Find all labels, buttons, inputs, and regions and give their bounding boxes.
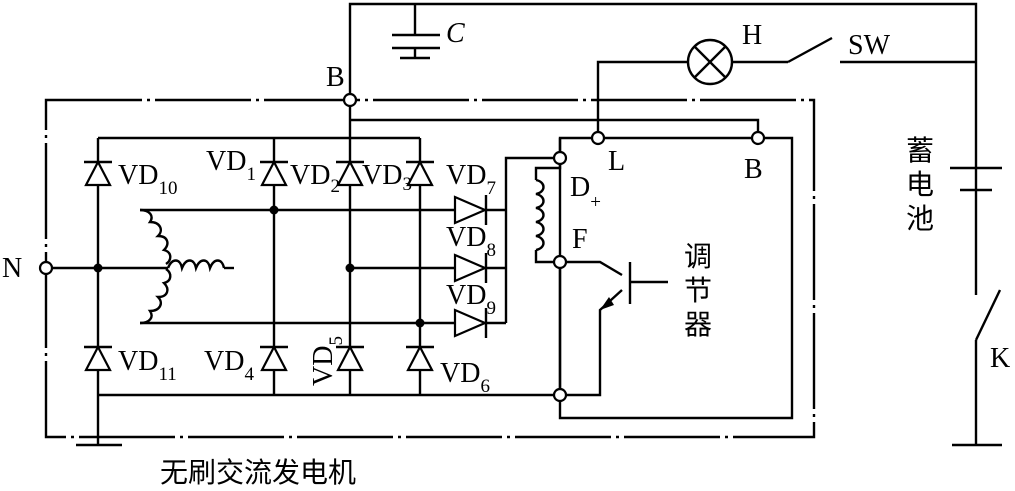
- diode-vd11: [84, 344, 112, 372]
- terminal-b-node: [342, 92, 358, 108]
- label-vd8: VD8: [446, 222, 496, 261]
- diode-vd6: [406, 344, 434, 372]
- label-vd3: VD3: [362, 160, 412, 195]
- diode-vd7: [453, 195, 488, 225]
- ground-symbol: [76, 395, 122, 447]
- label-vd1: VD1: [206, 146, 256, 185]
- label-b-reg: B: [744, 154, 763, 185]
- label-vd5: VD5: [308, 336, 347, 386]
- field-winding: [534, 158, 562, 264]
- diode-vd5: [336, 344, 364, 372]
- external-wiring: [348, 2, 1002, 447]
- terminal-d-node: [552, 150, 568, 166]
- lamp-h-symbol: [686, 38, 734, 86]
- battery-symbol: [950, 166, 1002, 195]
- label-sw: SW: [848, 30, 891, 61]
- label-vd4: VD4: [204, 346, 254, 385]
- diode-vd9: [453, 308, 488, 338]
- label-vd11: VD11: [118, 346, 177, 385]
- label-c: C: [446, 18, 465, 49]
- label-l: L: [608, 146, 625, 177]
- label-d-plus: D+: [570, 172, 601, 213]
- label-h: H: [742, 20, 762, 51]
- diode-vd3: [406, 159, 434, 187]
- regulator-block: [558, 136, 794, 420]
- junction-dots: [93, 205, 425, 328]
- label-vd10: VD10: [118, 160, 177, 199]
- label-vd6: VD6: [440, 358, 490, 397]
- terminal-e-node: [552, 387, 568, 403]
- label-regulator-1: 调: [684, 240, 712, 273]
- terminal-l-node: [590, 130, 606, 146]
- diode-vd8: [453, 253, 488, 283]
- label-battery-1: 蓄: [906, 134, 934, 167]
- diode-trio-bus: [486, 156, 560, 325]
- label-vd2: VD2: [290, 160, 340, 197]
- label-battery-3: 池: [906, 202, 934, 235]
- label-regulator-3: 器: [684, 308, 712, 341]
- label-n: N: [2, 253, 22, 284]
- diode-vd2: [336, 159, 364, 187]
- diode-vd1: [260, 159, 288, 187]
- label-alternator: 无刷交流发电机: [160, 456, 356, 489]
- stator-winding: [98, 208, 455, 325]
- label-battery-2: 电: [906, 168, 934, 201]
- terminal-b-reg-node: [750, 130, 766, 146]
- terminal-f-node: [552, 254, 568, 270]
- label-regulator-2: 节: [684, 274, 712, 307]
- terminal-n-node: [38, 260, 54, 276]
- label-f: F: [572, 224, 588, 255]
- label-vd9: VD9: [446, 280, 496, 319]
- lamp-wiring: [596, 36, 976, 138]
- diode-vd4: [260, 344, 288, 372]
- diode-vd10: [84, 159, 112, 187]
- label-k: K: [990, 343, 1010, 374]
- switch-k: [974, 289, 1002, 341]
- label-b-top: B: [326, 62, 345, 93]
- label-vd7: VD7: [446, 160, 496, 199]
- terminal-nodes: [38, 92, 766, 403]
